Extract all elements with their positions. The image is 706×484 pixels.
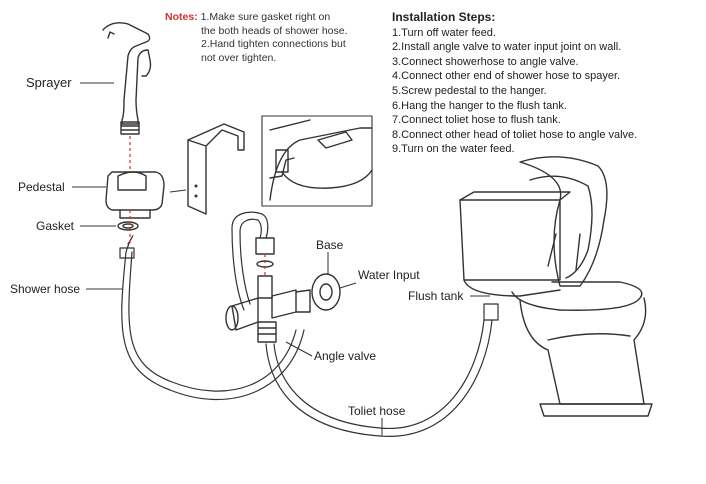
installation-steps: Installation Steps: 1.Turn off water fee… xyxy=(392,10,637,157)
installation-step: 8.Connect other head of toliet hose to a… xyxy=(392,128,638,141)
installation-step: 3.Connect showerhose to angle valve. xyxy=(392,55,579,68)
assembly-guide-lines xyxy=(129,136,266,276)
toilet-hose-drawing xyxy=(265,303,499,437)
base-label: Base xyxy=(316,238,344,252)
installation-step: 5.Screw pedestal to the hanger. xyxy=(392,84,547,97)
note-line-2: the both heads of shower hose. xyxy=(201,24,348,37)
toilet-drawing xyxy=(459,156,653,417)
note-line-4: not over tighten. xyxy=(201,51,277,64)
hanger-drawing xyxy=(187,123,245,215)
installation-title: Installation Steps: xyxy=(392,10,496,24)
notes-title: Notes: xyxy=(165,11,198,23)
pedestal-drawing xyxy=(105,171,165,219)
shower-hose-drawing xyxy=(119,211,305,401)
shower-hose-label: Shower hose xyxy=(10,282,81,296)
sprayer-label: Sprayer xyxy=(26,75,72,90)
installation-step: 9.Turn on the water feed. xyxy=(392,143,515,156)
angle-valve-label: Angle valve xyxy=(314,349,377,363)
notes-block: Notes: 1.Make sure gasket right on the b… xyxy=(165,11,348,65)
toilet-hose-label: Toliet hose xyxy=(348,404,406,418)
installation-step: 4.Connect other end of shower hose to sp… xyxy=(392,70,621,83)
installation-step: 6.Hang the hanger to the flush tank. xyxy=(392,99,567,112)
sprayer-drawing xyxy=(102,22,152,135)
base-flange-drawing xyxy=(311,273,341,311)
flush-tank-label: Flush tank xyxy=(408,289,464,303)
gasket-label: Gasket xyxy=(36,219,75,233)
installation-step: 1.Turn off water feed. xyxy=(392,26,496,39)
note-line-1: 1.Make sure gasket right on xyxy=(200,11,331,23)
angle-valve-drawing xyxy=(225,237,311,343)
gasket-drawing xyxy=(117,221,139,231)
water-input-label: Water Input xyxy=(358,268,420,282)
note-line-3: 2.Hand tighten connections but xyxy=(201,38,346,50)
pedestal-label: Pedestal xyxy=(18,180,65,194)
installation-step: 2.Install angle valve to water input joi… xyxy=(392,41,622,54)
inset-picture xyxy=(261,115,373,207)
installation-step: 7.Connect toliet hose to flush tank. xyxy=(392,114,561,127)
